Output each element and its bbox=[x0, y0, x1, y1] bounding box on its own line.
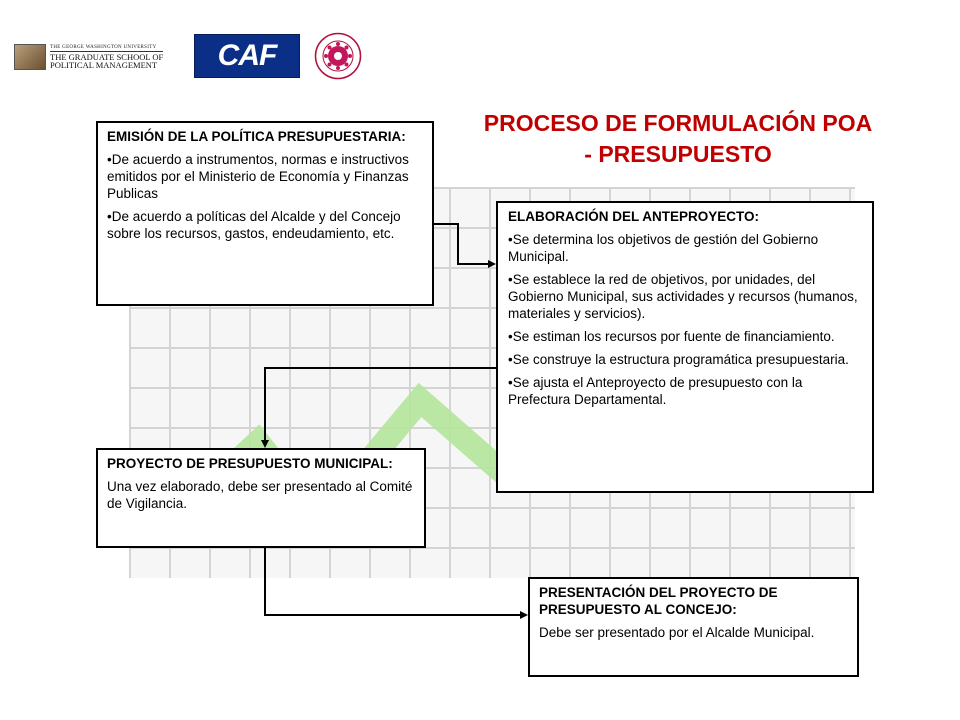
box-emision-heading: EMISIÓN DE LA POLÍTICA PRESUPUESTARIA: bbox=[107, 129, 406, 144]
box-anteproyecto-item-4: •Se construye la estructura programática… bbox=[508, 352, 849, 367]
connector-anteproyecto-to-proyecto bbox=[261, 367, 496, 448]
box-proyecto-body: Una vez elaborado, debe ser presentado a… bbox=[107, 479, 413, 511]
box-presentacion-body: Debe ser presentado por el Alcalde Munic… bbox=[539, 625, 815, 640]
title-line2: - PRESUPUESTO bbox=[584, 141, 772, 167]
box-presentacion-concejo: PRESENTACIÓN DEL PROYECTO DE PRESUPUESTO… bbox=[528, 577, 859, 677]
gwu-logo-line3: POLITICAL MANAGEMENT bbox=[50, 60, 158, 70]
gwu-portrait-icon bbox=[14, 44, 46, 70]
box-presentacion-heading: PRESENTACIÓN DEL PROYECTO DE PRESUPUESTO… bbox=[539, 585, 778, 617]
diagram-title: PROCESO DE FORMULACIÓN POA - PRESUPUESTO bbox=[438, 108, 918, 170]
box-anteproyecto-heading: ELABORACIÓN DEL ANTEPROYECTO: bbox=[508, 209, 760, 224]
box-emision-politica: EMISIÓN DE LA POLÍTICA PRESUPUESTARIA: •… bbox=[96, 121, 434, 306]
box-emision-item-1: •De acuerdo a instrumentos, normas e ins… bbox=[107, 152, 409, 201]
box-elaboracion-anteproyecto: ELABORACIÓN DEL ANTEPROYECTO: •Se determ… bbox=[496, 201, 874, 493]
caf-logo-text: CAF bbox=[217, 39, 278, 72]
caf-logo: CAF bbox=[194, 34, 300, 78]
gwu-logo-line1: THE GEORGE WASHINGTON UNIVERSITY bbox=[50, 45, 164, 52]
connector-emision-to-anteproyecto bbox=[434, 223, 496, 268]
university-seal-logo bbox=[314, 32, 362, 80]
box-emision-item-2: •De acuerdo a políticas del Alcalde y de… bbox=[107, 209, 401, 241]
connector-proyecto-to-presentacion bbox=[264, 548, 528, 619]
box-proyecto-heading: PROYECTO DE PRESUPUESTO MUNICIPAL: bbox=[107, 456, 393, 471]
box-anteproyecto-item-5: •Se ajusta el Anteproyecto de presupuest… bbox=[508, 375, 803, 407]
box-proyecto-presupuesto: PROYECTO DE PRESUPUESTO MUNICIPAL: Una v… bbox=[96, 448, 426, 548]
box-anteproyecto-item-1: •Se determina los objetivos de gestión d… bbox=[508, 232, 819, 264]
box-anteproyecto-item-2: •Se establece la red de objetivos, por u… bbox=[508, 272, 858, 321]
gwu-logo-line2: THE GRADUATE SCHOOL OF bbox=[50, 51, 164, 62]
gwu-logo: THE GEORGE WASHINGTON UNIVERSITY THE GRA… bbox=[14, 44, 178, 70]
box-anteproyecto-item-3: •Se estiman los recursos por fuente de f… bbox=[508, 329, 835, 344]
title-line1: PROCESO DE FORMULACIÓN POA bbox=[483, 110, 873, 136]
